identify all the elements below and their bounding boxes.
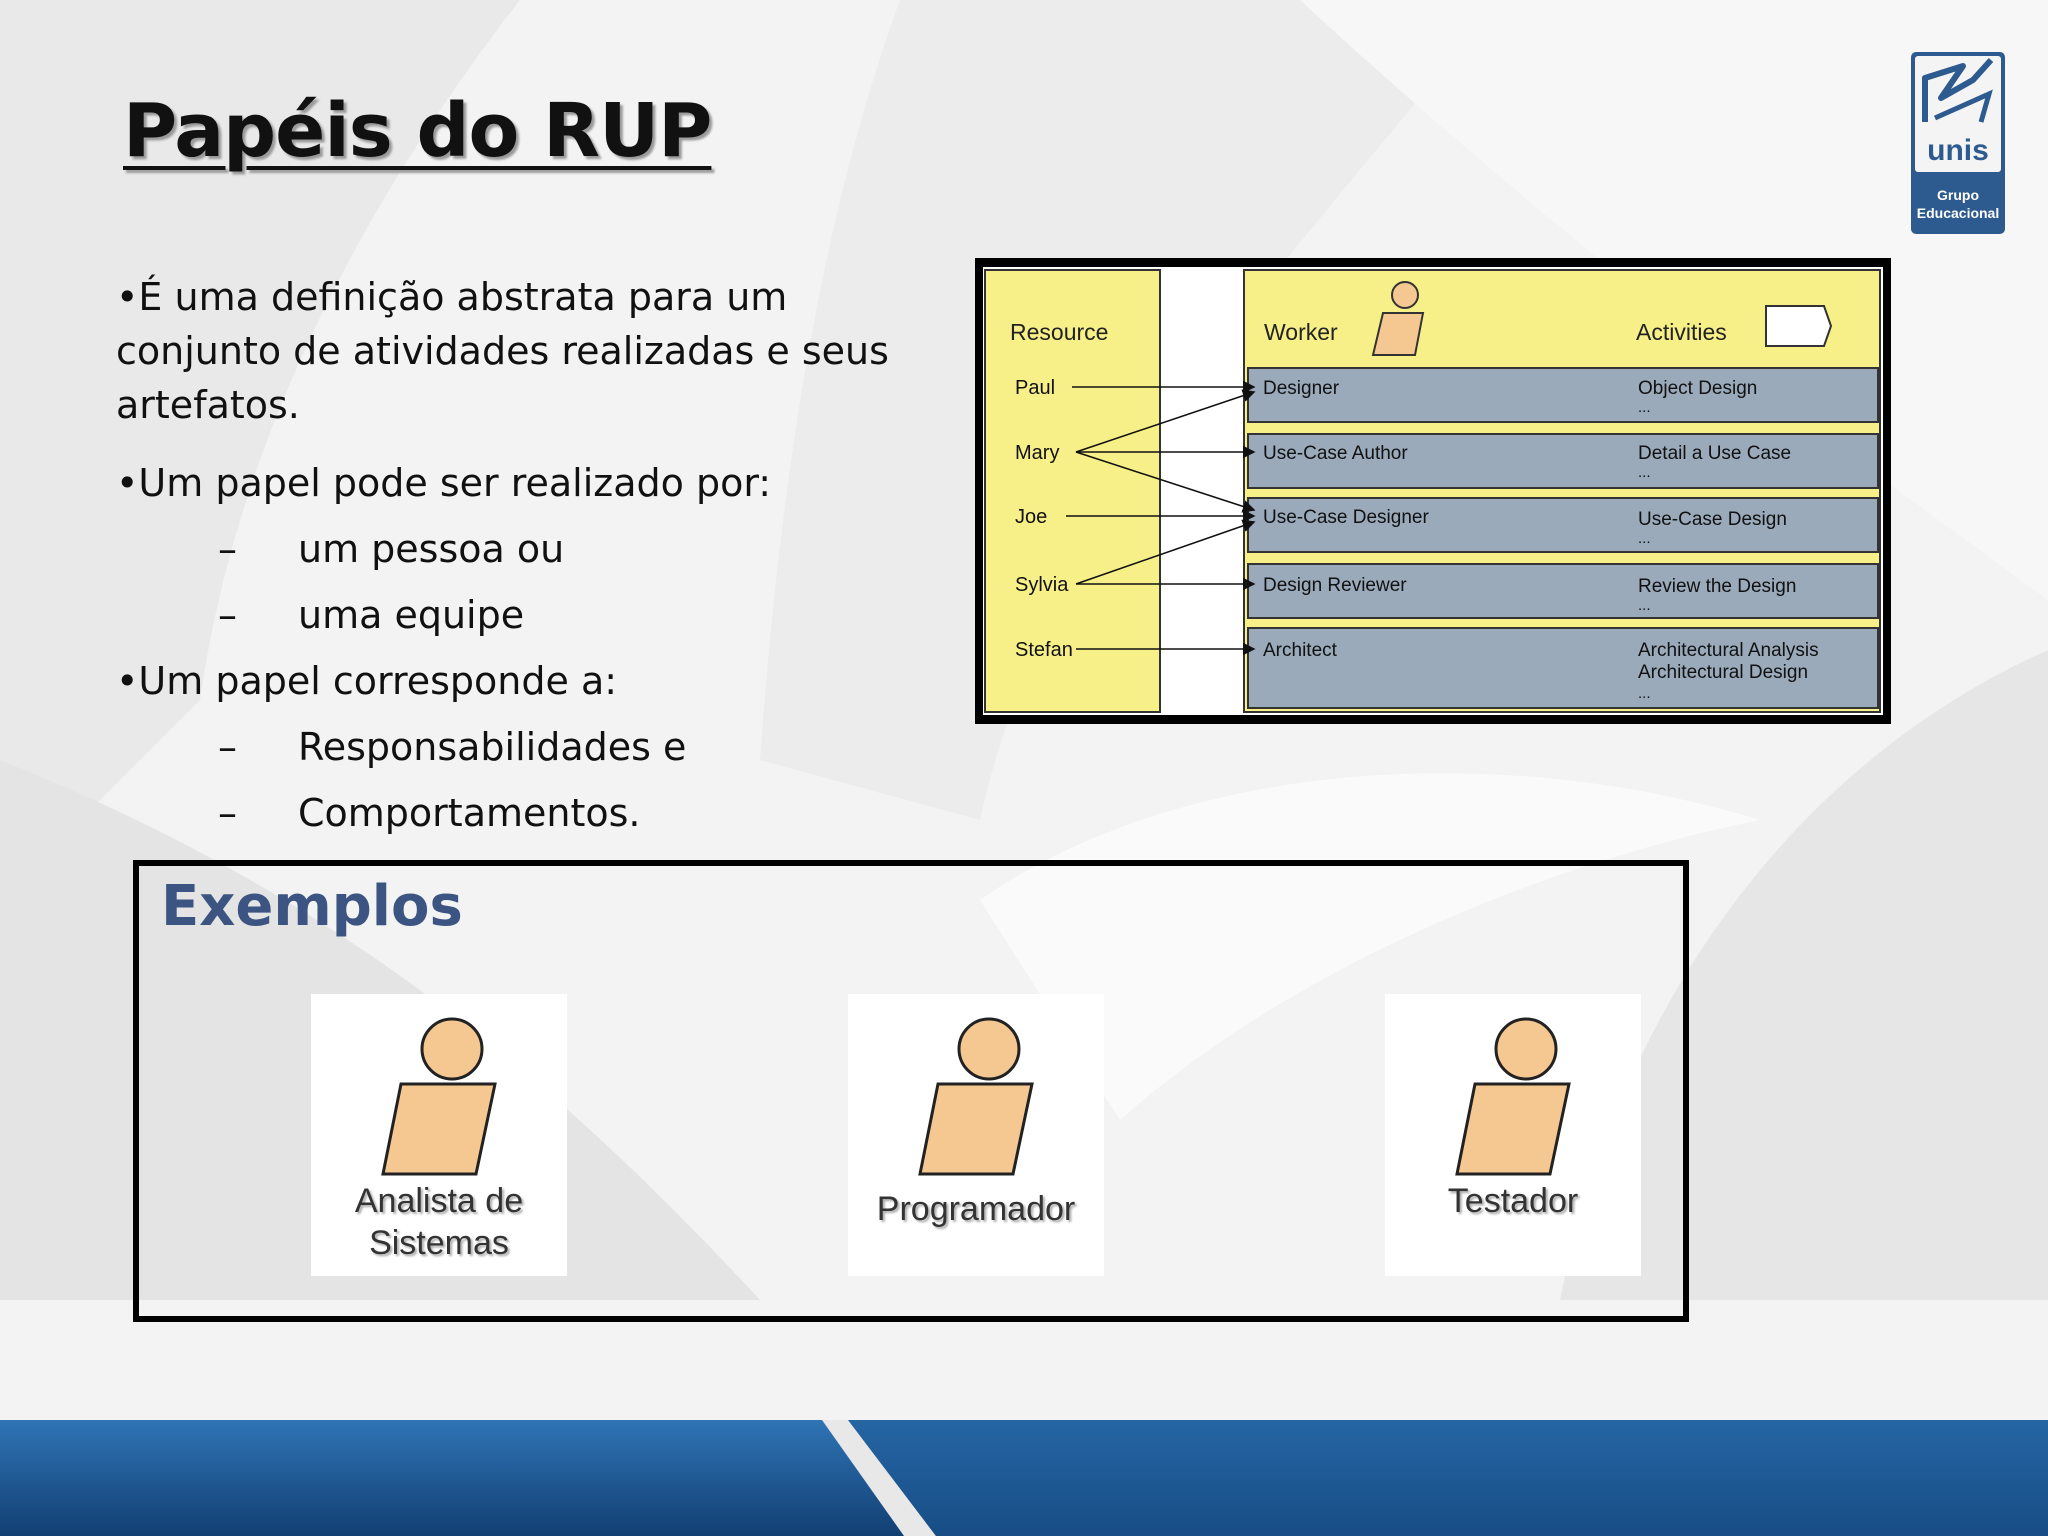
worker-name: Designer: [1263, 378, 1340, 399]
activity-name: Architectural Design: [1638, 662, 1808, 683]
example-card-tester: Testador: [1385, 994, 1641, 1276]
resource-name: Paul: [1015, 377, 1055, 399]
actor-icon: [381, 1017, 497, 1176]
activity-name: Use-Case Design: [1638, 509, 1787, 530]
dash-marker: –: [218, 791, 237, 835]
worker-box: [1247, 627, 1879, 709]
activity-ellipsis: ...: [1638, 685, 1651, 702]
slide-title: Papéis do RUP: [123, 88, 712, 174]
worker-name: Use-Case Designer: [1263, 507, 1429, 528]
header-worker: Worker: [1264, 319, 1338, 345]
activity-name: Detail a Use Case: [1638, 443, 1791, 464]
resource-name: Mary: [1015, 442, 1059, 464]
worker-box: [1247, 433, 1879, 489]
header-activities: Activities: [1636, 319, 1727, 345]
card-label-line1: Programador: [876, 1190, 1076, 1228]
assignment-arrows: [1066, 380, 1256, 656]
resource-name: Joe: [1015, 506, 1047, 528]
card-label-line2: Sistemas: [369, 1224, 509, 1262]
dash-marker: –: [218, 725, 237, 769]
example-card-programmer: Programador: [848, 994, 1104, 1276]
sub-item-text: Responsabilidades e: [298, 725, 687, 769]
sub-item-text: um pessoa ou: [298, 527, 565, 571]
activity-icon: [1765, 305, 1833, 347]
activity-ellipsis: ...: [1638, 597, 1651, 614]
example-card-analyst: Analista de Sistemas: [311, 994, 567, 1276]
bullet-realized-by: •Um papel pode ser realizado por:: [116, 461, 772, 505]
worker-box: [1247, 367, 1879, 423]
logo-line2: Educacional: [1917, 205, 1999, 221]
activity-ellipsis: ...: [1638, 464, 1651, 481]
activity-ellipsis: ...: [1638, 530, 1651, 547]
sub-item-text: Comportamentos.: [298, 791, 641, 835]
header-resource: Resource: [1010, 319, 1108, 345]
activity-ellipsis: ...: [1638, 399, 1651, 416]
worker-box: [1247, 563, 1879, 619]
logo-line1: Grupo: [1937, 187, 1979, 203]
sub-item-text: uma equipe: [298, 593, 525, 637]
actor-icon: [1455, 1017, 1571, 1176]
activity-name: Architectural Analysis: [1638, 640, 1819, 661]
actor-icon: [918, 1017, 1034, 1176]
card-label-line1: Testador: [1447, 1182, 1579, 1220]
activity-name: Review the Design: [1638, 576, 1796, 597]
bullet-definition: •É uma definição abstrata para um conjun…: [116, 275, 889, 427]
unis-logo: unis Grupo Educacional: [1911, 52, 2005, 234]
logo-brand: unis: [1927, 134, 1989, 167]
activity-name: Object Design: [1638, 378, 1757, 399]
resource-name: Sylvia: [1015, 574, 1069, 596]
worker-name: Design Reviewer: [1263, 575, 1407, 596]
footer-band: [0, 1420, 2048, 1536]
dash-marker: –: [218, 593, 237, 637]
worker-name: Architect: [1263, 640, 1338, 661]
examples-title: Exemplos: [161, 874, 463, 939]
resource-name: Stefan: [1015, 639, 1073, 661]
worker-box: [1247, 497, 1879, 553]
worker-name: Use-Case Author: [1263, 443, 1408, 464]
bullet-corresponds: •Um papel corresponde a:: [116, 659, 618, 703]
examples-box: Exemplos Analista de Sistemas Programado…: [133, 860, 1689, 1322]
rup-roles-diagram: Resource Worker Activities Paul Mary Joe…: [975, 258, 1891, 724]
card-label-line1: Analista de: [354, 1182, 524, 1220]
worker-icon: [1371, 281, 1425, 356]
dash-marker: –: [218, 527, 237, 571]
